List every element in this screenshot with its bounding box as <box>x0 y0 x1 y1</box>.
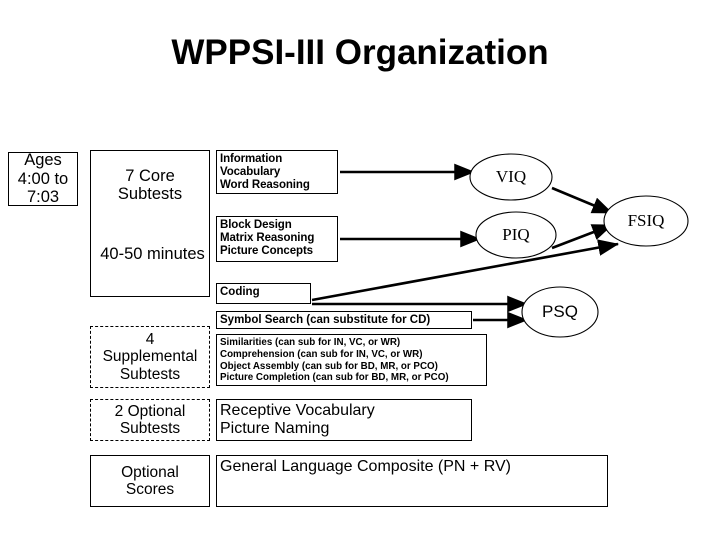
glc-line-1: General Language Composite (PN + RV) <box>220 458 511 475</box>
supp-list-line-2: Comprehension (can sub for IN, VC, or WR… <box>220 348 423 360</box>
ellipse-label-piq: PIQ <box>502 225 530 244</box>
ages-line-2: 4:00 to <box>17 169 69 188</box>
supplemental-line-3: Subtests <box>119 365 181 383</box>
core-subtests-box: 7 Core Subtests <box>90 150 210 297</box>
performance-core-subtests-box: Block Design Matrix Reasoning Picture Co… <box>216 216 338 262</box>
core-duration-label: 40-50 minutes <box>100 245 205 263</box>
optional-list-line-1: Receptive Vocabulary <box>220 402 375 419</box>
optional-subtests-label-box: 2 Optional Subtests <box>90 399 210 441</box>
page-title: WPPSI-III Organization <box>171 33 549 72</box>
optional-scores-line-2: Scores <box>125 481 175 498</box>
performance-line-3: Picture Concepts <box>220 244 313 257</box>
verbal-line-1: Information <box>220 153 283 165</box>
ellipse-label-viq: VIQ <box>495 167 527 186</box>
performance-line-2: Matrix Reasoning <box>220 231 315 244</box>
optional-scores-list-box: General Language Composite (PN + RV) <box>216 455 608 507</box>
optional-label-line-2: Subtests <box>119 420 181 437</box>
verbal-line-3: Word Reasoning <box>220 178 310 191</box>
arrow-piq-to-fsiq <box>551 223 613 250</box>
optional-subtests-list-box: Receptive Vocabulary Picture Naming <box>216 399 472 441</box>
verbal-core-subtests-box: Information Vocabulary Word Reasoning <box>216 150 338 194</box>
supp-list-line-4: Picture Completion (can sub for BD, MR, … <box>220 372 449 384</box>
arrow-coding-to-fsiq <box>311 239 620 302</box>
ages-box: Ages 4:00 to 7:03 <box>8 151 78 207</box>
coding-box: Coding <box>216 283 311 304</box>
supp-list-line-3: Object Assembly (can sub for BD, MR, or … <box>220 360 438 372</box>
optional-label-line-1: 2 Optional <box>114 402 186 420</box>
core-line-2: Subtests <box>117 185 183 204</box>
supplemental-line-1: 4 <box>145 330 155 348</box>
performance-line-1: Block Design <box>220 219 292 231</box>
ages-line-1: Ages <box>24 151 62 170</box>
arrow-viq-to-fsiq <box>551 186 613 215</box>
supplemental-line-2: Supplemental <box>102 348 198 366</box>
optional-scores-label-box: Optional Scores <box>90 455 210 507</box>
symbol-search-box: Symbol Search (can substitute for CD) <box>216 311 472 329</box>
coding-line-1: Coding <box>220 286 260 298</box>
optional-list-line-2: Picture Naming <box>220 420 330 438</box>
ellipse-label-fsiq: FSIQ <box>627 211 665 230</box>
optional-scores-line-1: Optional <box>121 463 179 481</box>
verbal-line-2: Vocabulary <box>220 165 281 178</box>
ages-line-3: 7:03 <box>26 188 60 207</box>
supp-list-line-1: Similarities (can sub for IN, VC, or WR) <box>220 337 401 348</box>
symbol-search-line-1: Symbol Search (can substitute for CD) <box>220 314 431 326</box>
supplemental-subtests-label-box: 4 Supplemental Subtests <box>90 326 210 388</box>
supplemental-subtests-list-box: Similarities (can sub for IN, VC, or WR)… <box>216 334 487 386</box>
core-line-1: 7 Core <box>125 167 175 185</box>
ellipse-label-psq: PSQ <box>542 302 578 321</box>
